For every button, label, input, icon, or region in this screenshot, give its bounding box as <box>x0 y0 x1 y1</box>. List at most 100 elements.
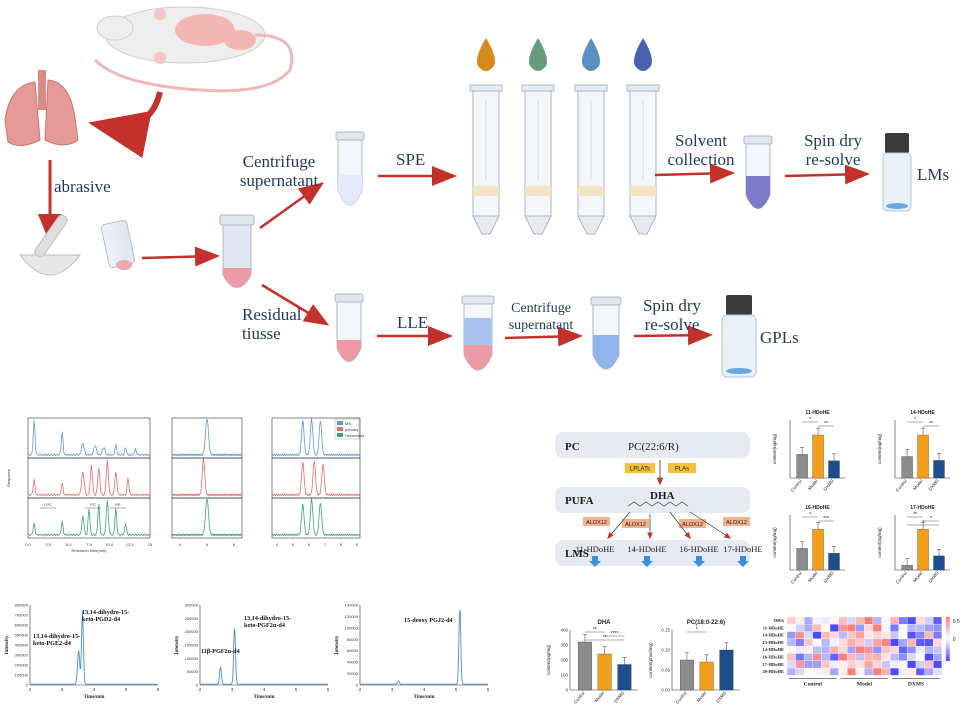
category-label: DXMS <box>823 478 835 491</box>
tick-label: 0 <box>565 688 568 693</box>
heatmap-cell <box>881 631 891 640</box>
chart-title: PC(18:0-22:6) <box>687 620 725 626</box>
label-pc: PC <box>565 441 580 453</box>
heatmap-cell <box>898 660 908 669</box>
tick-label: 4 <box>93 687 96 692</box>
heatmap-cell <box>786 638 796 647</box>
heatmap-cell <box>881 660 891 669</box>
tick-label: 15 <box>148 542 153 547</box>
heatmap-cell <box>829 638 839 647</box>
tick-label: 40000 <box>347 660 359 665</box>
heatmap-cell <box>872 653 882 661</box>
heatmap-cell <box>829 616 839 625</box>
heatmap-cell <box>786 624 796 632</box>
chart-title: 14-HDoHE <box>910 410 935 416</box>
heatmap-cell <box>864 660 874 669</box>
colorbar-segment <box>945 636 950 639</box>
badge-plas <box>668 463 696 473</box>
tick-label: 100000 <box>185 656 199 661</box>
heatmap-cell <box>864 631 874 640</box>
heatmap-cell <box>890 653 899 661</box>
heatmap-cell <box>924 653 934 661</box>
heatmap-cell <box>898 631 908 640</box>
category-label: Model <box>807 478 819 491</box>
supernatant-tube-2 <box>590 296 622 370</box>
category-label: Model <box>912 478 924 491</box>
heatmap-cell <box>829 653 839 661</box>
down-arrow-icon <box>589 556 601 567</box>
label-abrasive: abrasive <box>54 177 111 196</box>
arrow <box>689 511 732 539</box>
spe-column-rim <box>521 84 555 92</box>
spe-column-rim <box>574 84 608 92</box>
badge-alox12 <box>622 519 649 528</box>
heatmap-cell <box>933 631 942 640</box>
heatmap-cell <box>898 616 908 625</box>
heatmap-cell <box>786 653 796 661</box>
bar <box>578 641 592 691</box>
bar <box>917 434 929 479</box>
heatmap-cell <box>933 624 942 632</box>
tick-label: 600000 <box>15 623 29 628</box>
heatmap-cell <box>864 667 874 676</box>
tick-label: 0.15 <box>661 628 670 633</box>
heatmap-cell <box>812 660 822 669</box>
tick-label: 4 <box>179 542 182 547</box>
heatmap-cell <box>890 667 899 676</box>
x-axis-label: Time/min <box>254 695 275 700</box>
tick-label: 10.0 <box>105 542 114 547</box>
y-axis-label: content(ng/mg) <box>772 527 777 558</box>
tick-label: 3 <box>61 687 64 692</box>
label-lle: LLE <box>397 313 429 332</box>
heatmap-cell <box>933 616 942 625</box>
annotation-label: PC <box>90 502 96 507</box>
trace-line <box>171 418 243 457</box>
tick-label: 6 <box>206 542 209 547</box>
sig-label: *** <box>823 516 829 522</box>
heatmap-cell <box>847 624 856 632</box>
residual-tube <box>334 293 364 362</box>
chromatogram-trace <box>359 609 488 685</box>
heatmap-cell <box>821 631 831 640</box>
heatmap-cell <box>795 638 805 647</box>
heatmap-cell <box>847 653 856 661</box>
heatmap-cell <box>786 631 796 640</box>
heatmap-cell <box>907 667 917 676</box>
heatmap-cell <box>847 616 856 625</box>
heatmap-cell <box>804 660 813 669</box>
bar <box>828 553 840 571</box>
heatmap-row-label: 20-HDoHE <box>762 669 784 674</box>
tube-small-1 <box>100 220 136 270</box>
heatmap-cell <box>821 667 831 676</box>
heatmap-cell <box>829 667 839 676</box>
x-axis-label: Retention time(min) <box>72 548 108 553</box>
bar <box>796 454 808 479</box>
heatmap-row-label: 16-HDoHE <box>762 655 784 660</box>
heatmap-cell <box>838 624 848 632</box>
heatmap-cell <box>838 667 848 676</box>
heatmap-cell <box>915 646 925 654</box>
colorbar-segment <box>945 623 950 626</box>
arrow <box>669 511 691 540</box>
tick-label: 2 <box>29 687 32 692</box>
heatmap-row-label: 14-HDoHE <box>762 647 784 652</box>
heatmap-cell <box>838 616 848 625</box>
sig-label: ** <box>913 512 917 518</box>
heatmap-cell <box>795 667 805 676</box>
x-axis-label: Time/min <box>414 695 435 700</box>
lungs-illustration <box>4 70 79 146</box>
heatmap-cell <box>898 638 908 647</box>
y-axis-label: content(ng/mg) <box>546 644 551 675</box>
category-label: Control <box>895 478 908 492</box>
heatmap-cell <box>881 616 891 625</box>
solvent-tube <box>743 135 773 209</box>
colorbar-segment <box>945 639 950 642</box>
spe-column-sorbent <box>473 186 499 196</box>
heatmap-cell <box>812 624 822 632</box>
pathway-band-pufa <box>555 487 750 513</box>
heatmap-cell <box>898 624 908 632</box>
sig-label: **** <box>611 631 619 637</box>
